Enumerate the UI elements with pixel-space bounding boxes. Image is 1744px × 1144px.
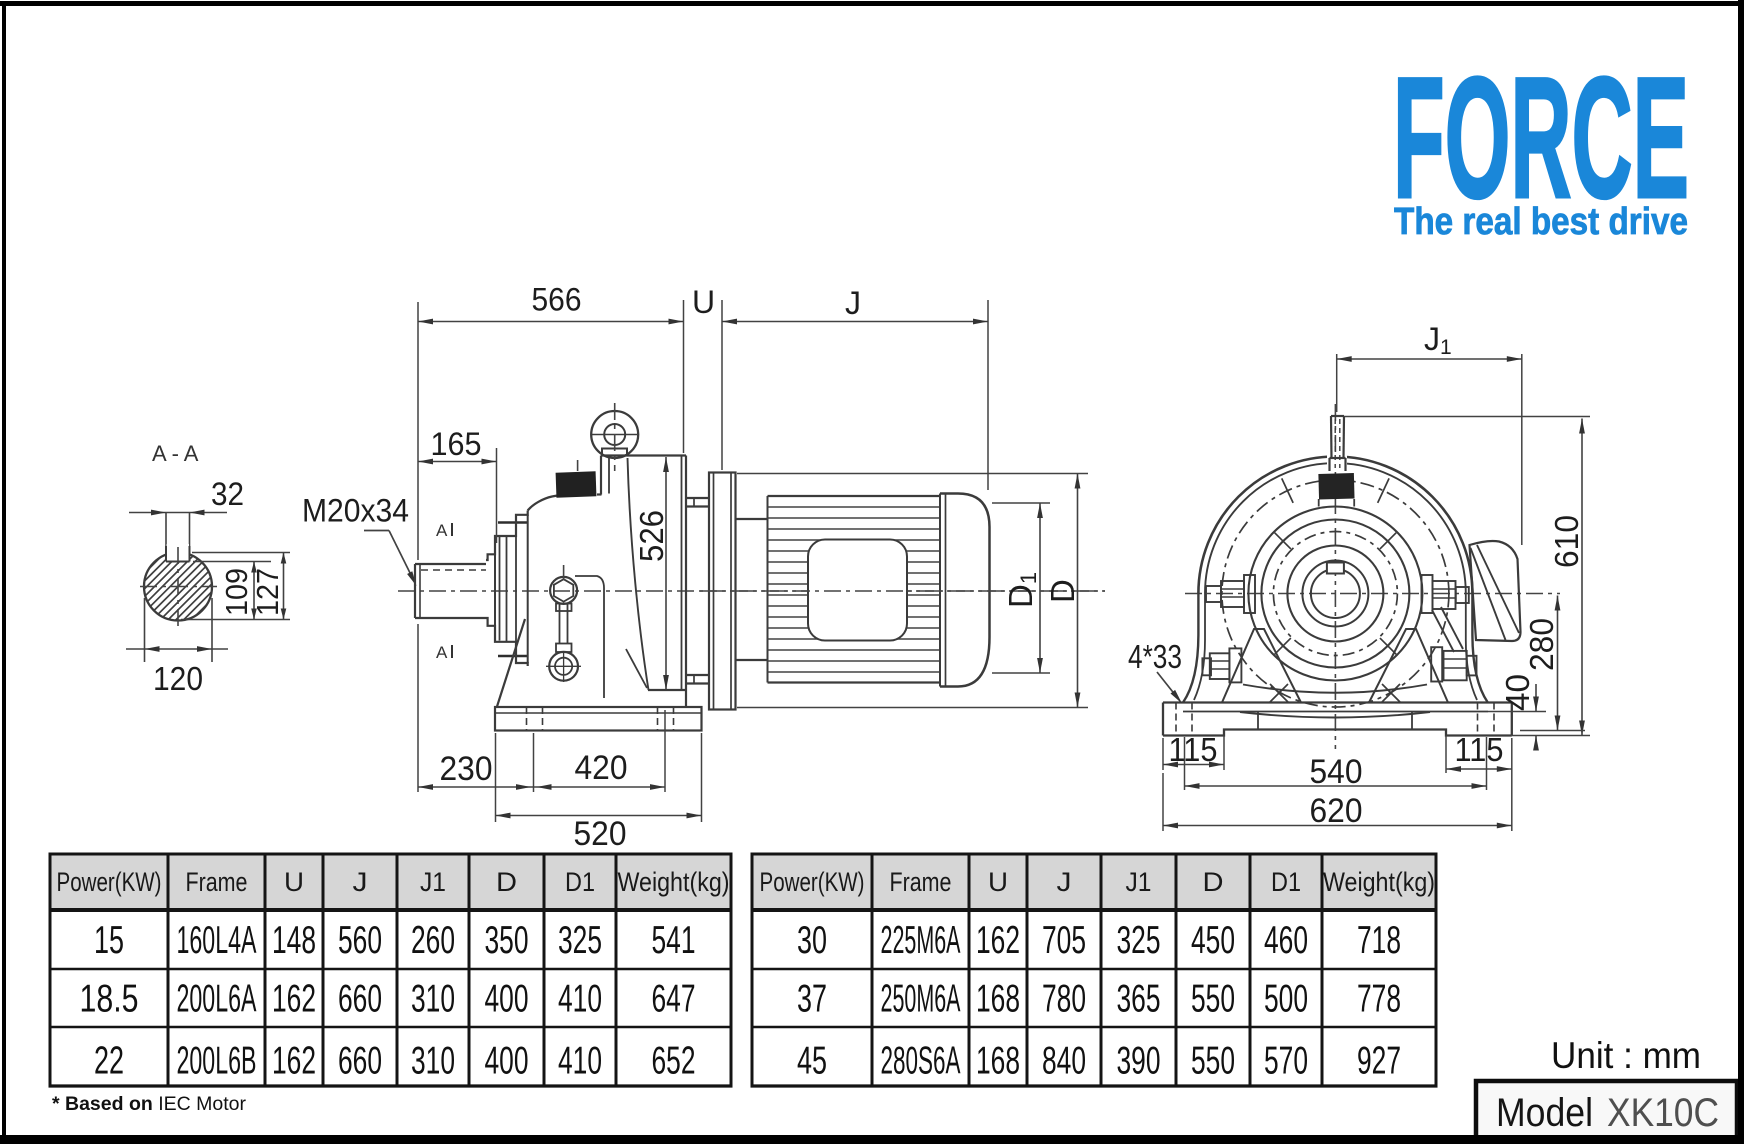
svg-text:400: 400 [485, 1040, 529, 1083]
svg-text:280S6A: 280S6A [881, 1040, 961, 1083]
svg-text:J: J [845, 285, 861, 321]
svg-text:165: 165 [431, 426, 482, 462]
svg-text:400: 400 [485, 978, 529, 1021]
svg-text:A: A [436, 643, 448, 662]
svg-text:18.5: 18.5 [80, 978, 139, 1021]
svg-text:280: 280 [1523, 618, 1560, 671]
svg-text:390: 390 [1117, 1040, 1161, 1083]
svg-text:647: 647 [652, 978, 696, 1021]
svg-text:927: 927 [1357, 1040, 1401, 1083]
svg-text:460: 460 [1264, 919, 1308, 962]
svg-text:526: 526 [633, 510, 670, 562]
svg-text:U: U [988, 867, 1008, 897]
svg-text:A: A [436, 521, 448, 540]
svg-text:4*33: 4*33 [1128, 638, 1182, 675]
svg-text:The real best drive: The real best drive [1394, 201, 1688, 243]
svg-text:410: 410 [558, 978, 602, 1021]
svg-text:560: 560 [338, 919, 382, 962]
svg-text:XK10C: XK10C [1607, 1091, 1719, 1135]
svg-text:550: 550 [1191, 978, 1235, 1021]
svg-text:610: 610 [1548, 515, 1585, 568]
svg-text:541: 541 [652, 919, 696, 962]
svg-text:250M6A: 250M6A [881, 978, 961, 1021]
svg-text:310: 310 [411, 978, 455, 1021]
svg-text:160L4A: 160L4A [177, 919, 257, 962]
svg-text:30: 30 [797, 919, 827, 962]
svg-text:162: 162 [272, 978, 316, 1021]
svg-text:148: 148 [272, 919, 316, 962]
svg-text:620: 620 [1310, 792, 1363, 830]
svg-text:566: 566 [532, 282, 582, 318]
svg-text:Weight(kg): Weight(kg) [618, 867, 730, 897]
svg-text:45: 45 [797, 1040, 827, 1083]
svg-text:718: 718 [1357, 919, 1401, 962]
svg-text:420: 420 [575, 749, 628, 787]
svg-text:A - A: A - A [152, 441, 199, 466]
svg-text:780: 780 [1042, 978, 1086, 1021]
svg-text:J1: J1 [1424, 321, 1452, 359]
svg-text:22: 22 [94, 1040, 124, 1083]
svg-text:168: 168 [976, 978, 1020, 1021]
svg-text:520: 520 [574, 815, 627, 853]
svg-text:660: 660 [338, 978, 382, 1021]
svg-text:Power(KW): Power(KW) [57, 867, 162, 897]
svg-text:200L6B: 200L6B [177, 1040, 257, 1083]
svg-text:* Based on IEC Motor: * Based on IEC Motor [52, 1093, 246, 1115]
svg-text:500: 500 [1264, 978, 1308, 1021]
svg-text:D1: D1 [1271, 867, 1301, 897]
svg-text:109: 109 [219, 568, 254, 616]
svg-text:200L6A: 200L6A [177, 978, 257, 1021]
svg-text:840: 840 [1042, 1040, 1086, 1083]
svg-text:40: 40 [1499, 674, 1536, 711]
svg-text:260: 260 [411, 919, 455, 962]
svg-text:Frame: Frame [890, 867, 952, 897]
svg-text:168: 168 [976, 1040, 1020, 1083]
svg-text:Power(KW): Power(KW) [760, 867, 865, 897]
svg-text:FORCE: FORCE [1393, 42, 1689, 234]
svg-text:365: 365 [1117, 978, 1161, 1021]
svg-text:U: U [692, 284, 715, 320]
svg-text:Model: Model [1496, 1091, 1593, 1135]
svg-text:Unit : mm: Unit : mm [1551, 1035, 1701, 1076]
svg-text:D1: D1 [1002, 572, 1041, 608]
svg-text:D1: D1 [565, 867, 595, 897]
svg-text:32: 32 [211, 476, 244, 512]
svg-text:705: 705 [1042, 919, 1086, 962]
svg-text:310: 310 [411, 1040, 455, 1083]
svg-text:450: 450 [1191, 919, 1235, 962]
svg-text:120: 120 [153, 660, 203, 697]
svg-text:350: 350 [485, 919, 529, 962]
svg-text:325: 325 [558, 919, 602, 962]
svg-text:M20x34: M20x34 [302, 493, 409, 529]
svg-text:162: 162 [272, 1040, 316, 1083]
svg-text:37: 37 [797, 978, 827, 1021]
svg-text:115: 115 [1169, 731, 1218, 768]
svg-text:225M6A: 225M6A [881, 919, 961, 962]
svg-text:D: D [1203, 867, 1224, 897]
svg-text:127: 127 [250, 568, 285, 616]
svg-text:Frame: Frame [186, 867, 248, 897]
svg-text:J1: J1 [1126, 867, 1152, 897]
svg-text:325: 325 [1117, 919, 1161, 962]
svg-text:410: 410 [558, 1040, 602, 1083]
svg-text:115: 115 [1455, 731, 1504, 768]
svg-text:Weight(kg): Weight(kg) [1323, 867, 1435, 897]
svg-text:J: J [1057, 867, 1072, 897]
svg-text:D: D [1044, 579, 1081, 603]
svg-text:15: 15 [94, 919, 124, 962]
svg-text:230: 230 [440, 750, 493, 788]
svg-text:D: D [496, 867, 517, 897]
svg-text:652: 652 [652, 1040, 696, 1083]
svg-text:550: 550 [1191, 1040, 1235, 1083]
svg-text:570: 570 [1264, 1040, 1308, 1083]
svg-text:162: 162 [976, 919, 1020, 962]
svg-text:540: 540 [1310, 753, 1363, 791]
svg-text:U: U [284, 867, 304, 897]
svg-text:660: 660 [338, 1040, 382, 1083]
svg-text:J: J [353, 867, 368, 897]
svg-text:J1: J1 [420, 867, 446, 897]
svg-text:778: 778 [1357, 978, 1401, 1021]
